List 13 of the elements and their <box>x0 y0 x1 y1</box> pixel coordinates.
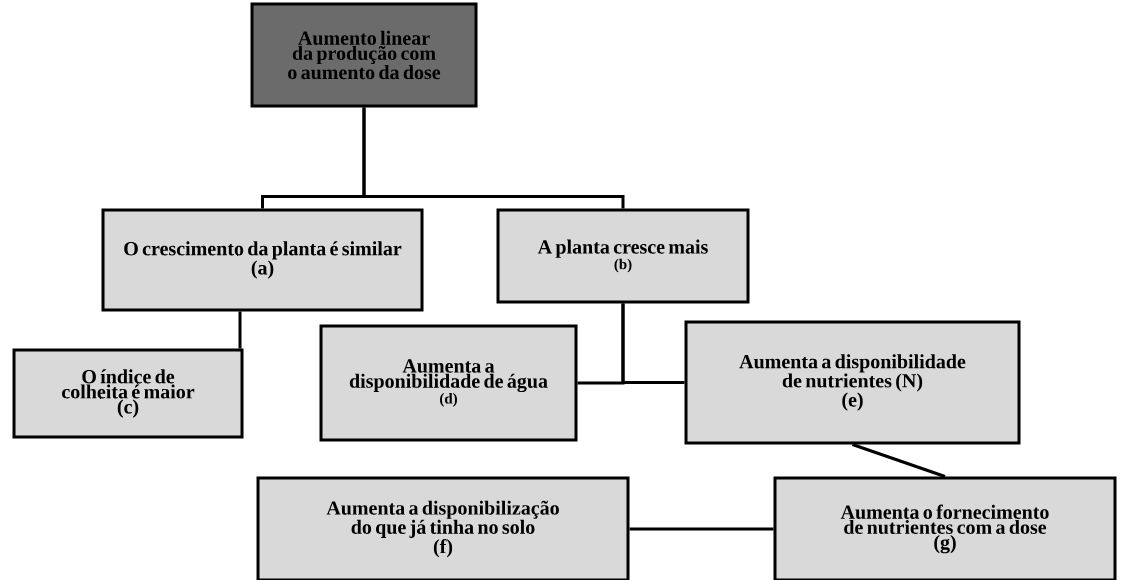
process-box: A planta cresce mais (b) <box>496 208 750 304</box>
process-box: Aumenta a disponibilidade de nutrientes (N) (e) <box>684 320 1021 445</box>
connector <box>629 527 774 531</box>
process-box: O índice de colheita é maior (c) <box>12 348 244 439</box>
process-box: O crescimento da planta é similar (a) <box>101 208 424 312</box>
connector <box>852 443 946 478</box>
process-box: Aumenta o fornecimento de nutrientes com a dose (g) <box>773 476 1117 580</box>
process-box: Aumenta a disponibilidade de água (d) <box>319 324 578 442</box>
process-box: Aumenta a disponibilização do que já tinha no solo (f) <box>256 476 630 580</box>
connector <box>621 303 685 384</box>
process-box: Aumento linear da produção com o aumento da dose <box>250 2 478 108</box>
connector <box>238 311 242 349</box>
connector <box>362 107 625 209</box>
